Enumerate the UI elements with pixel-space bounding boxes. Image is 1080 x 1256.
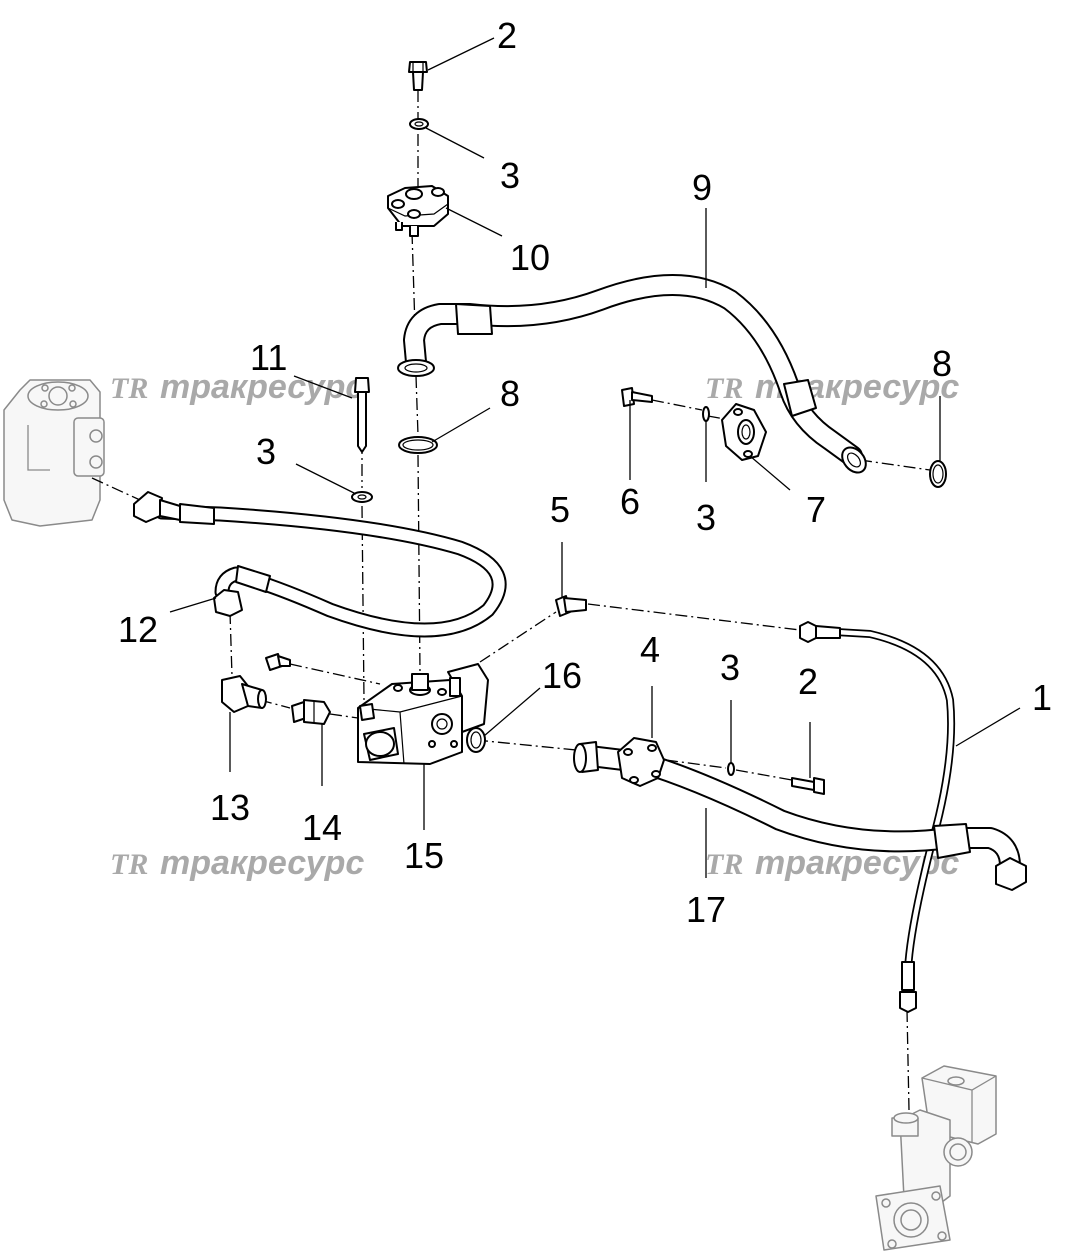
callout-3-top: 3	[500, 155, 520, 196]
leader-lines	[169, 37, 1021, 878]
steering-unit-ghost	[3, 379, 105, 527]
part-5-elbow-fitting	[555, 595, 587, 617]
part-4-split-flange	[617, 737, 665, 787]
watermark-top-right: TR тракресурс	[705, 368, 959, 406]
part-14-union-fitting	[291, 699, 331, 725]
watermark-logo: TR	[110, 848, 148, 881]
callout-5: 5	[550, 489, 570, 530]
part-2-bolt-low	[791, 777, 825, 795]
part-3-washer-low	[727, 762, 735, 776]
watermark-top-left: TR тракресурс	[110, 368, 364, 406]
callout-2-low: 2	[798, 661, 818, 702]
part-16-oring	[466, 727, 486, 753]
watermark-logo: TR	[110, 372, 148, 405]
callout-7: 7	[806, 489, 826, 530]
callout-6: 6	[620, 481, 640, 522]
pressure-sensor	[265, 653, 291, 671]
callout-3-low: 3	[720, 647, 740, 688]
callout-16: 16	[542, 655, 582, 696]
callout-2-top: 2	[497, 15, 517, 56]
callout-15: 15	[404, 835, 444, 876]
part-12-hose-loop	[133, 491, 507, 638]
watermark-logo: TR	[705, 372, 743, 405]
callout-17: 17	[686, 889, 726, 930]
part-17-return-tube	[573, 741, 1027, 891]
watermark-bottom-left: TR тракресурс	[110, 844, 364, 882]
part-3-washer-top	[409, 118, 429, 130]
callout-11: 11	[250, 337, 287, 378]
part-8-oring-right	[929, 460, 947, 488]
callout-10: 10	[510, 237, 550, 278]
callout-3-left: 3	[256, 431, 276, 472]
part-15-valve-block	[357, 663, 489, 765]
callout-numbers: 2 3 9 10 11 8 8 3 5 6 3 7 12 16 4 3 2 1 …	[118, 15, 1052, 930]
valve-block-ghost	[875, 1065, 997, 1251]
part-11-long-bolt	[354, 377, 370, 453]
callout-8-left: 8	[500, 373, 520, 414]
part-6-bolt	[621, 387, 653, 407]
part-3-washer-mid	[702, 406, 710, 422]
part-1-fine-hose	[799, 621, 956, 1013]
callout-9: 9	[692, 167, 712, 208]
part-8-oring-left	[398, 436, 438, 454]
callout-1: 1	[1032, 677, 1052, 718]
callout-4: 4	[640, 629, 660, 670]
part-3-washer-left	[351, 491, 373, 503]
watermark-text: тракресурс	[160, 368, 364, 406]
watermark-text: тракресурс	[160, 844, 364, 882]
part-2-bolt-top	[408, 61, 428, 91]
callout-12: 12	[118, 609, 158, 650]
part-9-pressure-tube	[397, 274, 867, 474]
callout-14: 14	[302, 807, 342, 848]
watermark-logo: TR	[705, 848, 743, 881]
part-10-flange-clamp	[387, 185, 449, 237]
part-13-elbow-adapter	[221, 675, 267, 713]
callout-13: 13	[210, 787, 250, 828]
callout-8-right: 8	[932, 343, 952, 384]
callout-3-mid: 3	[696, 497, 716, 538]
part-7-split-flange	[721, 403, 767, 461]
